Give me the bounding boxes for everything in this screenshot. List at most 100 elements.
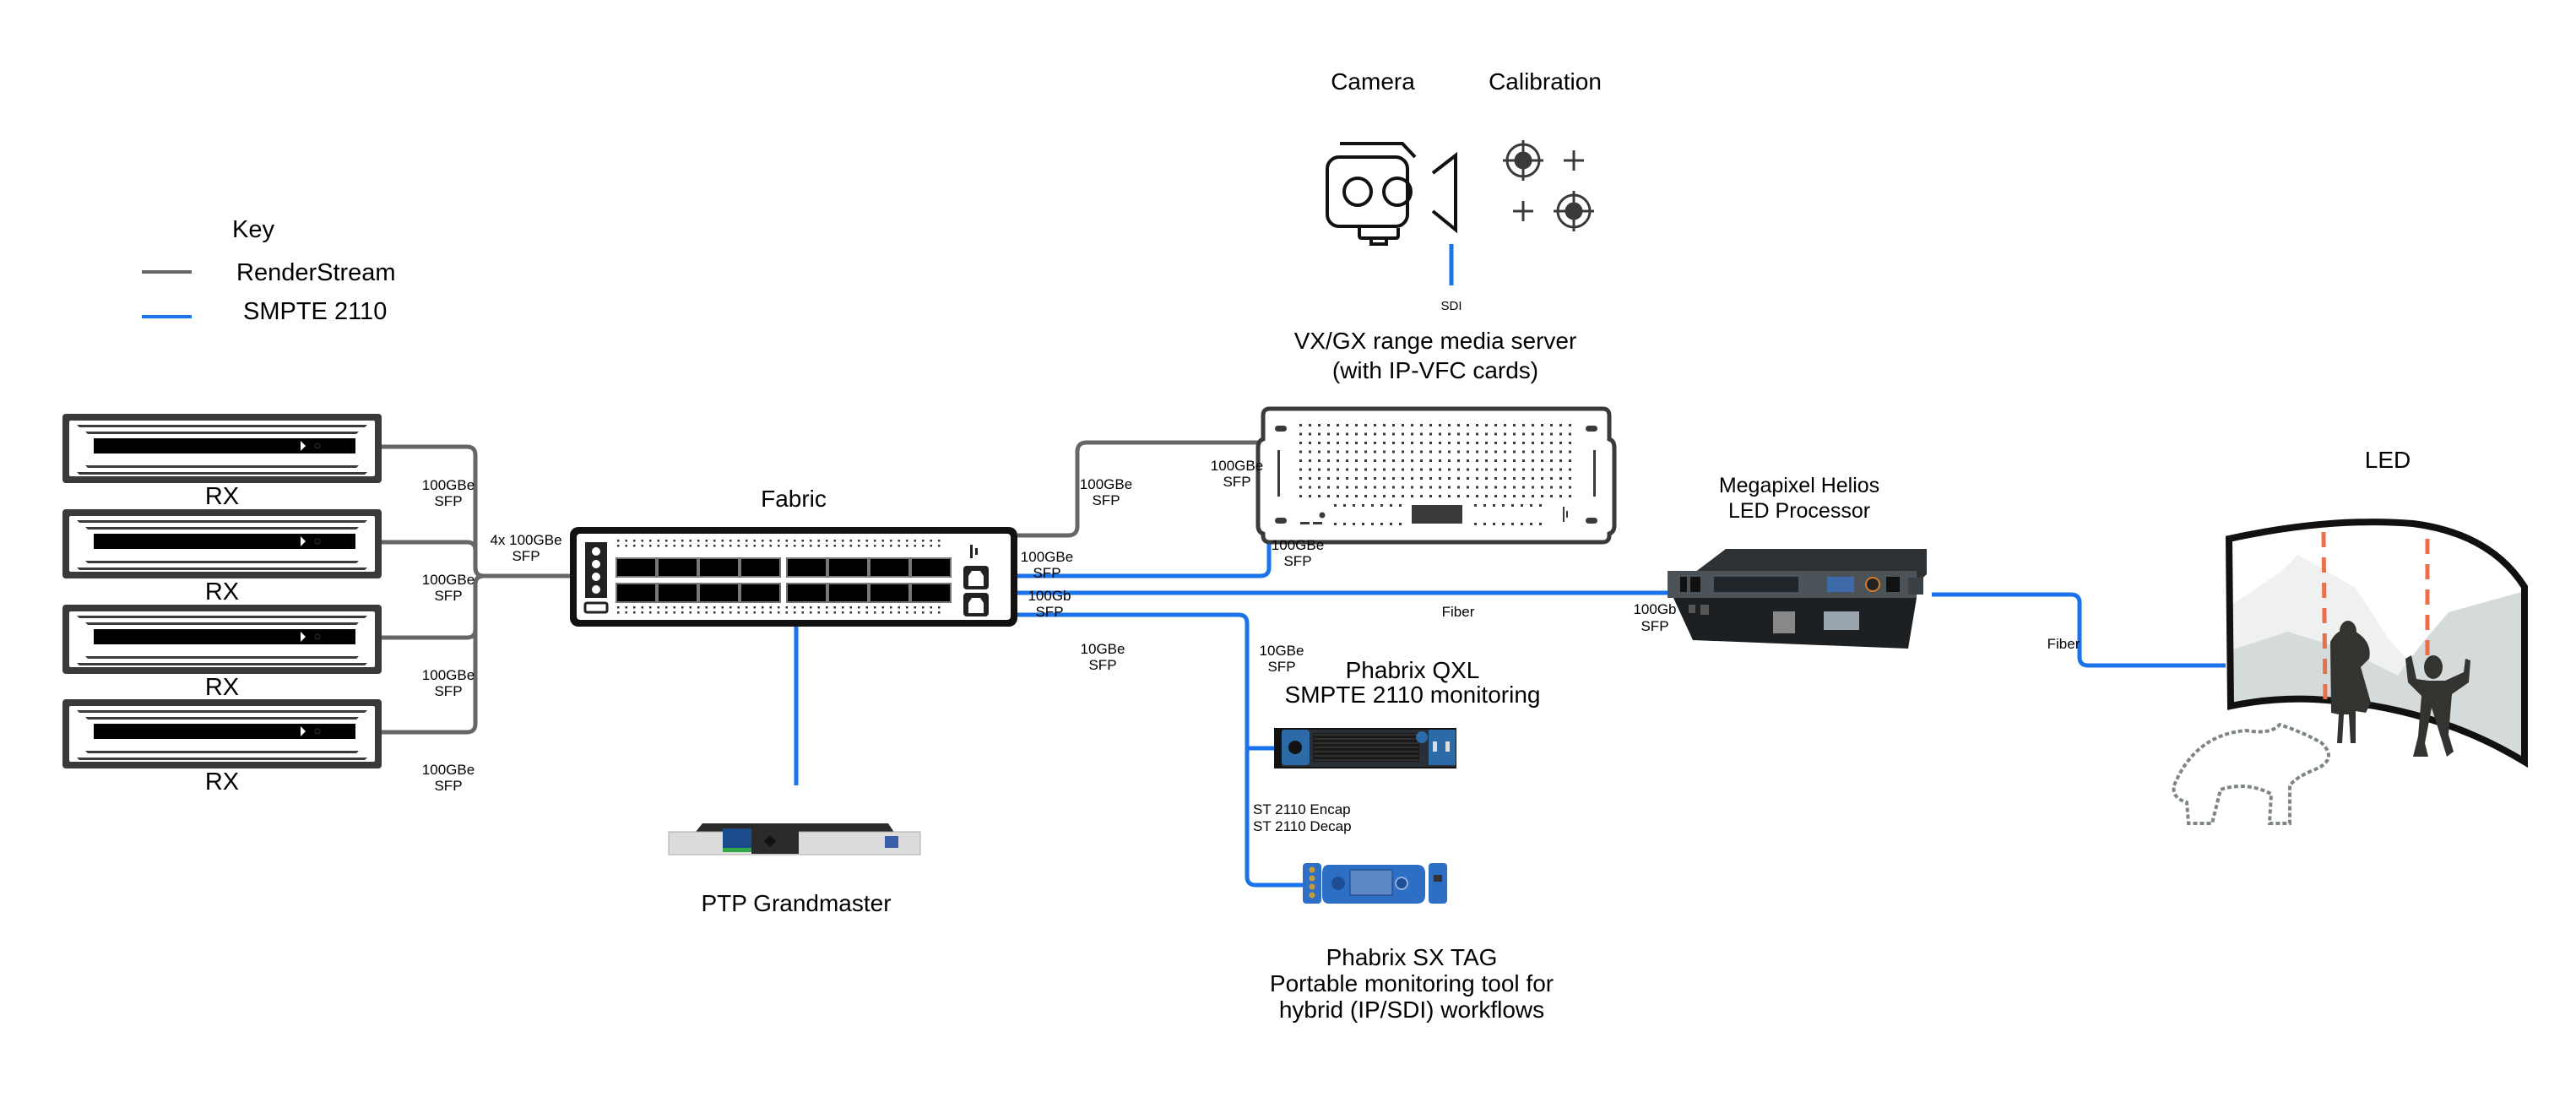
fabric-sfp-port xyxy=(616,583,657,603)
vent-dot xyxy=(1327,424,1330,426)
rx-server[interactable]: RX xyxy=(62,605,382,701)
vent-dot xyxy=(865,540,868,542)
ptp-nav-key xyxy=(764,835,776,847)
vent-dot xyxy=(1439,486,1441,489)
rx-server[interactable]: RX xyxy=(62,699,382,796)
vent-dot xyxy=(1411,495,1413,497)
vent-dot xyxy=(1355,459,1358,462)
vent-dot xyxy=(906,606,908,609)
vent-dot xyxy=(1559,424,1562,426)
vent-dot xyxy=(1402,424,1404,426)
camera-icon[interactable] xyxy=(1326,142,1457,246)
vent-dot xyxy=(1559,442,1562,444)
vent-dot xyxy=(1402,468,1404,471)
link-label: 100GBe xyxy=(422,667,475,683)
bear-outline-icon xyxy=(2172,722,2330,825)
vent-dot xyxy=(1448,459,1451,462)
vent-dot xyxy=(930,606,932,609)
led-wall[interactable] xyxy=(2225,519,2528,768)
rx-vent-line xyxy=(85,432,359,434)
vent-dot xyxy=(865,545,868,547)
vent-dot xyxy=(1420,432,1423,436)
rx-server[interactable]: RX xyxy=(62,509,382,606)
vent-dot xyxy=(1457,468,1460,471)
vent-dot xyxy=(1485,459,1488,462)
vent-dot xyxy=(810,545,812,547)
media-server-ground-icon xyxy=(1563,507,1565,522)
vent-dot xyxy=(1550,468,1553,471)
vent-dot xyxy=(1399,523,1402,525)
rx-vent-line xyxy=(85,561,359,563)
vent-dot xyxy=(1299,442,1302,444)
vent-dot xyxy=(1541,495,1543,497)
link-label: 100GBe xyxy=(422,762,475,778)
vent-dot xyxy=(673,611,675,614)
vent-dot xyxy=(1411,468,1413,471)
vent-dot xyxy=(1457,495,1460,497)
vent-dot xyxy=(713,611,716,614)
vent-dot xyxy=(785,545,788,547)
vent-dot xyxy=(1511,504,1514,507)
vent-dot xyxy=(1429,495,1432,497)
link-label: 4x 100GBe xyxy=(490,532,561,548)
vent-dot xyxy=(794,606,796,609)
led-processor[interactable] xyxy=(1668,549,1927,649)
vent-dot xyxy=(938,540,941,542)
vent-dot xyxy=(1559,459,1562,462)
vent-dot xyxy=(697,611,700,614)
rx-vent-line xyxy=(77,758,367,760)
media-server-ground-icon xyxy=(1566,511,1568,518)
vent-dot xyxy=(1569,450,1571,453)
vent-dot xyxy=(1502,523,1505,525)
vent-dot xyxy=(874,540,876,542)
vent-dot xyxy=(729,611,732,614)
vent-dot xyxy=(769,606,772,609)
fabric-switch[interactable] xyxy=(570,527,1017,627)
camera-label: Camera xyxy=(1331,68,1415,95)
vent-dot xyxy=(665,606,668,609)
vent-dot xyxy=(1392,468,1395,471)
vent-dot xyxy=(1390,504,1392,507)
vent-dot xyxy=(1504,450,1506,453)
vent-dot xyxy=(1318,495,1321,497)
vent-dot xyxy=(1355,468,1358,471)
vent-dot xyxy=(721,545,724,547)
vent-dot xyxy=(1411,477,1413,480)
vent-dot xyxy=(1374,486,1376,489)
link-label: 100Gb xyxy=(1633,601,1676,617)
ptp-grandmaster[interactable] xyxy=(668,823,921,855)
vent-dot xyxy=(1494,468,1497,471)
vent-dot xyxy=(1346,442,1348,444)
vent-dot xyxy=(649,611,652,614)
vent-dot xyxy=(1337,495,1339,497)
vent-dot xyxy=(1467,495,1469,497)
sx-tag-right-module xyxy=(1429,863,1447,904)
vent-dot xyxy=(833,545,836,547)
vent-dot xyxy=(1476,450,1478,453)
vent-dot xyxy=(778,545,780,547)
vent-dot xyxy=(842,611,844,614)
phabrix-sx-tag[interactable] xyxy=(1303,863,1447,904)
vent-dot xyxy=(1457,450,1460,453)
vent-dot xyxy=(705,611,708,614)
fabric-sfp-port xyxy=(616,557,657,578)
vent-dot xyxy=(1504,424,1506,426)
vent-dot xyxy=(1467,442,1469,444)
rx-server[interactable]: RX xyxy=(62,414,382,510)
vent-dot xyxy=(1532,442,1534,444)
vent-dot xyxy=(1439,432,1441,436)
vent-dot xyxy=(1485,424,1488,426)
vent-dot xyxy=(1371,523,1374,525)
vent-dot xyxy=(1383,477,1386,480)
sx-tag-ethernet-port xyxy=(1434,875,1442,882)
person-silhouette-icon xyxy=(2405,655,2470,757)
vent-dot xyxy=(1299,495,1302,497)
vent-dot xyxy=(890,540,892,542)
rx-play-icon xyxy=(301,726,306,736)
phabrix-qxl[interactable] xyxy=(1274,728,1456,768)
vent-dot xyxy=(657,611,659,614)
vent-dot xyxy=(1569,486,1571,489)
media-server[interactable] xyxy=(1255,406,1617,545)
vent-dot xyxy=(1550,477,1553,480)
